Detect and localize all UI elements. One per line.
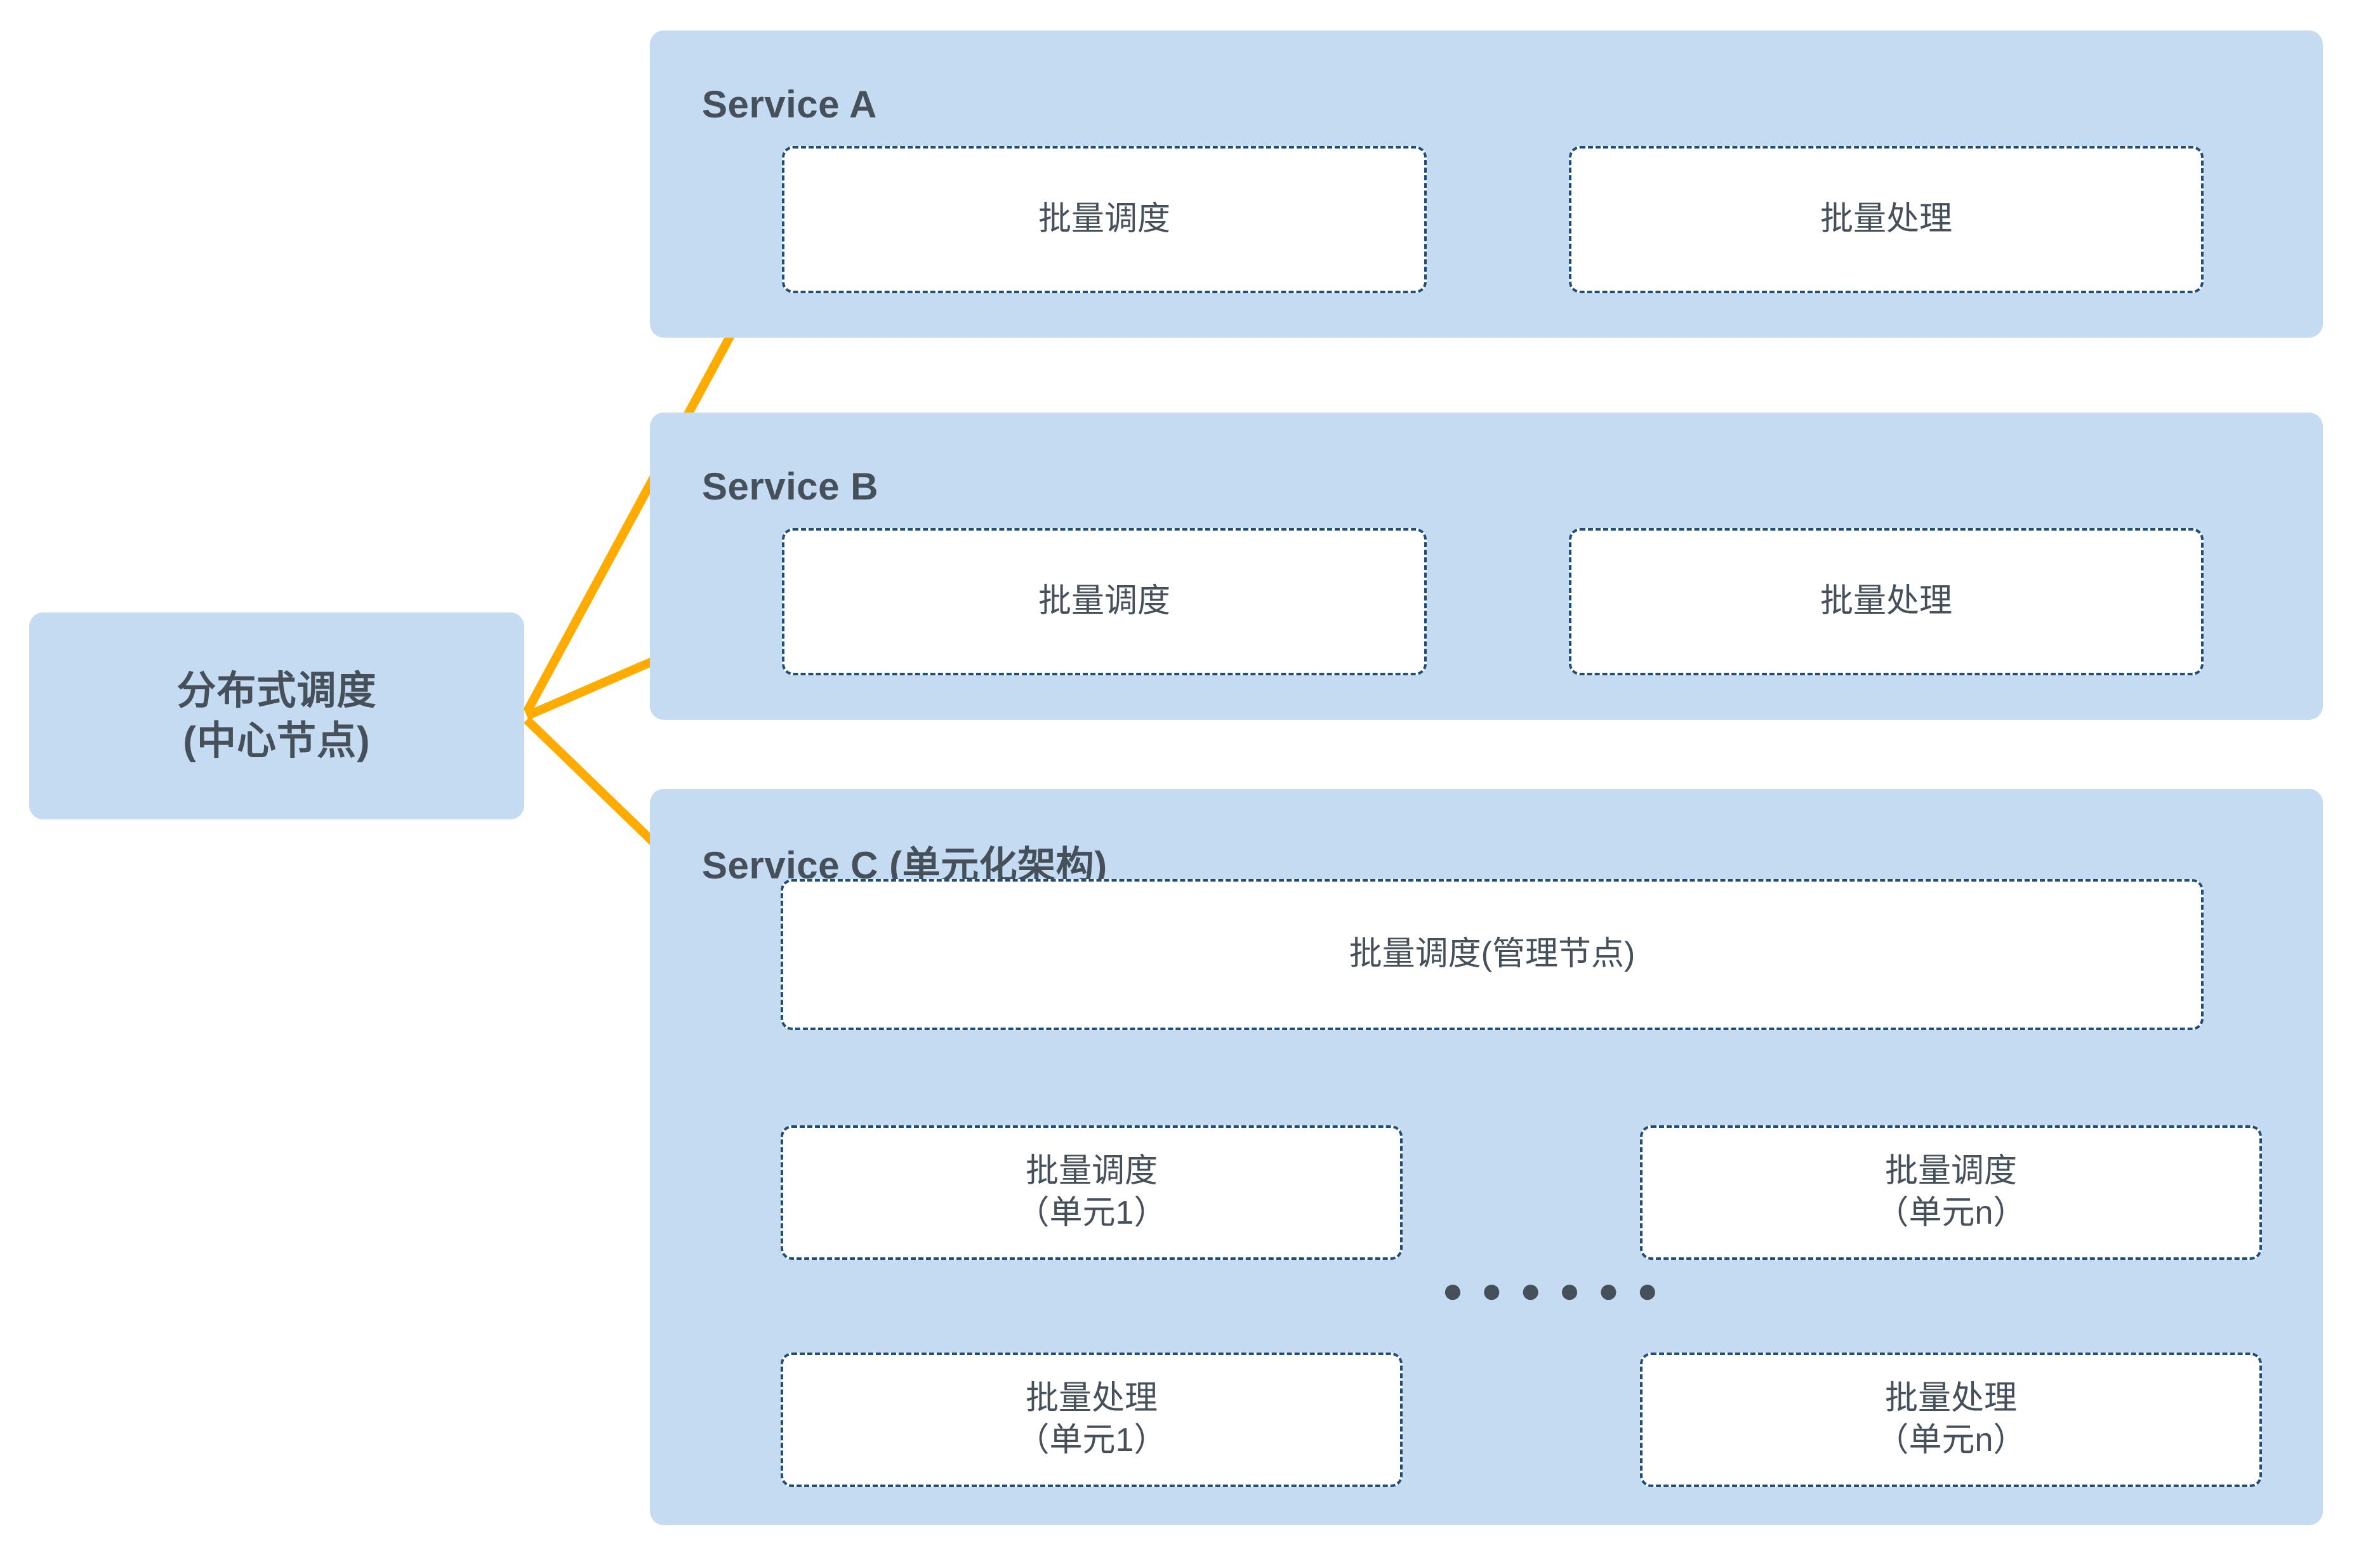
node-a-process-label: 批量处理 [1820,201,1952,238]
node-unit-1-schedule-line-2: （单元1） [1016,1194,1167,1231]
unit-ellipsis: ● ● ● ● ● ● [1442,1270,1662,1310]
node-unit-n-schedule-line-2: （单元n） [1875,1194,2026,1231]
node-unit-1-process-line-1: 批量处理 [1025,1380,1158,1417]
panel-service-b[interactable]: Service B 批量调度 批量处理 [650,413,2323,720]
node-c-manager-label: 批量调度(管理节点) [1349,936,1636,973]
node-unit-n-process[interactable]: 批量处理 （单元n） [1640,1353,2262,1487]
center-node-distributed-scheduler[interactable]: 分布式调度 (中心节点) [29,612,524,819]
node-unit-1-process-line-2: （单元1） [1016,1422,1167,1459]
panel-title-service-a: Service A [702,83,877,126]
node-b-schedule[interactable]: 批量调度 [782,528,1427,675]
node-a-process[interactable]: 批量处理 [1569,146,2204,293]
center-node-line-1: 分布式调度 [176,668,377,713]
node-c-manager[interactable]: 批量调度(管理节点) [781,879,2204,1030]
panel-title-service-b: Service B [702,465,879,508]
node-unit-1-process[interactable]: 批量处理 （单元1） [781,1353,1403,1487]
node-b-process[interactable]: 批量处理 [1569,528,2204,675]
node-unit-1-schedule-line-1: 批量调度 [1025,1153,1158,1190]
node-unit-n-process-line-1: 批量处理 [1884,1380,2017,1417]
node-a-schedule[interactable]: 批量调度 [782,146,1427,293]
node-unit-1-schedule[interactable]: 批量调度 （单元1） [781,1125,1403,1260]
node-b-process-label: 批量处理 [1820,583,1952,620]
panel-service-a[interactable]: Service A 批量调度 批量处理 [650,30,2323,338]
center-node-line-2: (中心节点) [183,719,371,763]
panel-service-c[interactable]: Service C (单元化架构) 批量调度(管理节点) 批量调度 （单元1） … [650,789,2323,1525]
node-b-schedule-label: 批量调度 [1038,583,1170,620]
node-unit-n-schedule[interactable]: 批量调度 （单元n） [1640,1125,2262,1260]
node-a-schedule-label: 批量调度 [1038,201,1170,238]
node-unit-n-process-line-2: （单元n） [1875,1422,2026,1459]
node-unit-n-schedule-line-1: 批量调度 [1884,1153,2017,1190]
